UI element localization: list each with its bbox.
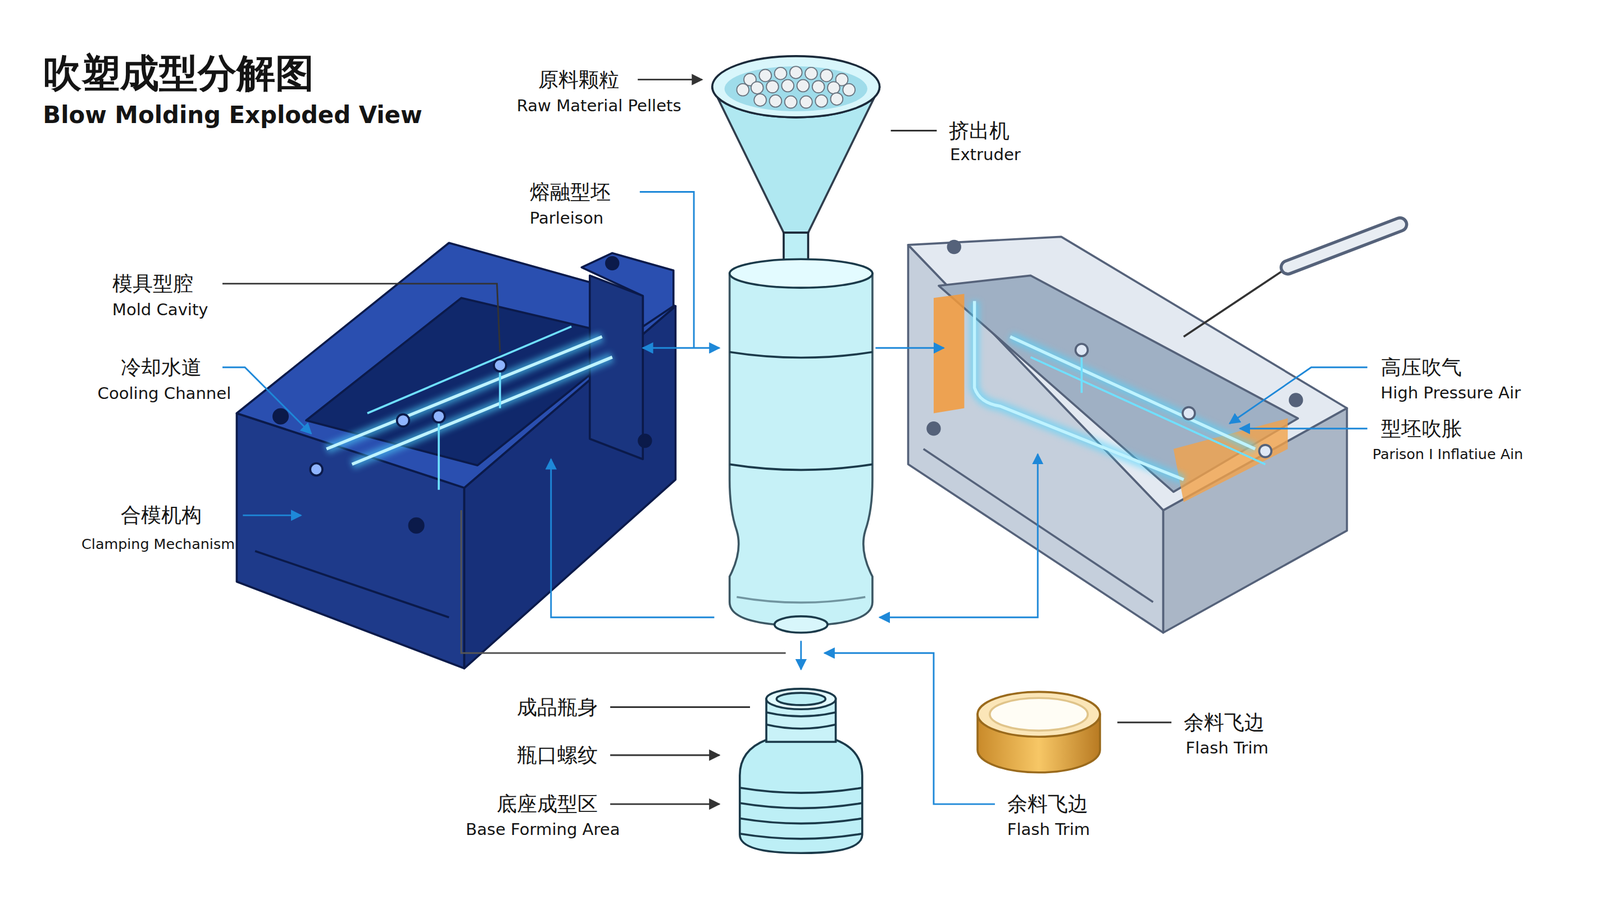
part-label: 余料飞边 <box>1183 710 1265 735</box>
title: 吹塑成型分解图 <box>42 51 315 96</box>
part-label: 原料颗粒 <box>538 67 620 92</box>
part-label-en: Base Forming Area <box>465 820 621 839</box>
part-label: 高压吹气 <box>1380 355 1462 380</box>
leader-lines <box>222 79 1368 804</box>
air-needle <box>1183 224 1400 338</box>
part-label-en: High Pressure Air <box>1380 383 1522 403</box>
part-label: 底座成型区 <box>496 792 598 816</box>
part-label-en: Clamping Mechanism <box>81 535 235 553</box>
part-label-en: Mold Cavity <box>112 300 209 320</box>
part-label-en: Raw Material Pellets <box>516 96 682 116</box>
part-label: 型坯吹胀 <box>1380 416 1462 441</box>
part-label-en: Cooling Channel <box>97 384 232 403</box>
subtitle: Blow Molding Exploded View <box>42 101 422 129</box>
part-label: 成品瓶身 <box>516 695 598 720</box>
part-label: 模具型腔 <box>112 271 194 296</box>
right-mold <box>908 236 1348 633</box>
part-label: 合模机构 <box>120 503 202 527</box>
left-mold <box>236 242 676 668</box>
part-label-en: Parleison <box>529 208 604 228</box>
part-label-en: Extruder <box>950 145 1021 165</box>
part-label-en: Flash Trim <box>1007 820 1090 839</box>
parison <box>729 258 873 633</box>
part-label: 余料飞边 <box>1007 792 1089 816</box>
part-label: 冷却水道 <box>120 355 202 380</box>
part-label: 瓶口螺纹 <box>516 743 598 767</box>
finished-bottle <box>739 688 863 853</box>
part-label-en: Flash Trim <box>1185 738 1269 758</box>
flash-trim-piece <box>977 691 1100 772</box>
extruder-funnel <box>712 56 880 264</box>
part-label: 熔融型坯 <box>529 180 611 204</box>
part-label: 挤出机 <box>948 119 1010 143</box>
part-label-en: Parison I Inflatiue Ain <box>1372 446 1524 463</box>
